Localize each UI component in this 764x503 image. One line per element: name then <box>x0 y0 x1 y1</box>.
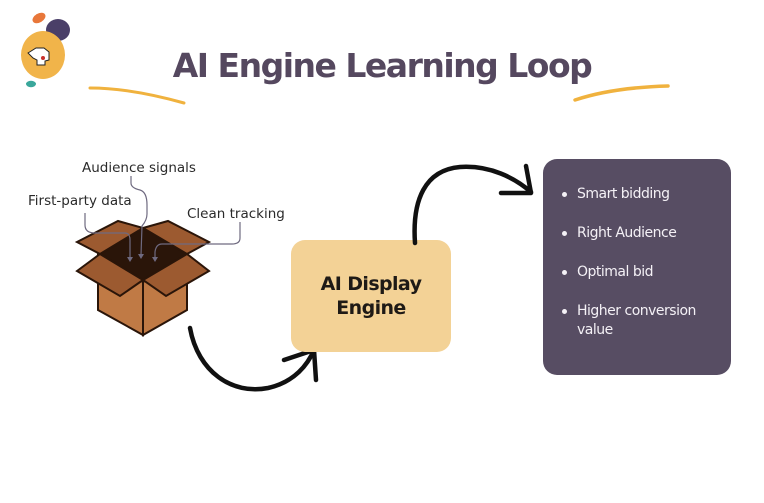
outcome-item: Higher conversion value <box>559 302 723 340</box>
logo <box>21 12 70 88</box>
brush-stroke-left <box>88 86 186 105</box>
open-box-icon <box>74 176 241 337</box>
engine-label: AI Display Engine <box>320 273 422 319</box>
outcomes-list: Smart bidding Right Audience Optimal bid… <box>543 159 731 340</box>
pointing-hand-logo-icon <box>27 47 50 66</box>
bullet-icon <box>562 231 567 236</box>
box-flap-back-right <box>140 219 212 256</box>
outcome-item: Optimal bid <box>559 263 723 282</box>
outcome-item: Smart bidding <box>559 185 723 204</box>
box-flap-front-right <box>141 252 211 298</box>
signal-arrowheads <box>127 254 158 262</box>
logo-teal-blob <box>26 80 36 88</box>
ai-display-engine-box: AI Display Engine <box>291 240 451 352</box>
bullet-icon <box>562 192 567 197</box>
connector-audience <box>130 176 148 256</box>
bullet-icon <box>562 270 567 275</box>
bullet-icon <box>562 309 567 314</box>
connector-clean-tracking <box>154 222 241 258</box>
arrow-to-outcomes <box>412 163 534 246</box>
outcome-item: Right Audience <box>559 224 723 243</box>
label-audience-signals: Audience signals <box>82 160 196 176</box>
label-first-party-data: First-party data <box>28 193 132 209</box>
label-clean-tracking: Clean tracking <box>187 206 285 222</box>
page-title: AI Engine Learning Loop <box>172 46 593 85</box>
connector-first-party <box>84 213 131 258</box>
signal-connectors <box>84 176 241 258</box>
outcomes-box: Smart bidding Right Audience Optimal bid… <box>543 159 731 375</box>
logo-orange-blob <box>32 12 46 24</box>
brush-stroke-right <box>573 84 670 102</box>
